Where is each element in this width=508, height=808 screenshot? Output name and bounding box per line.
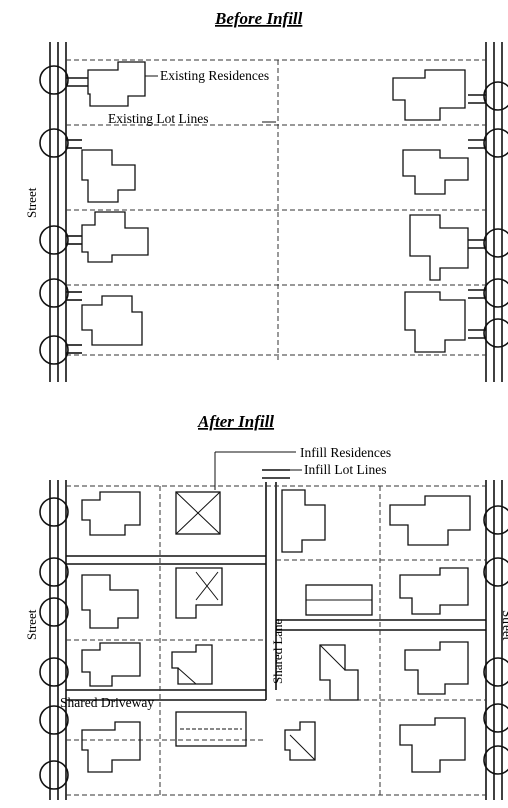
shared-lane-horizontal: [276, 619, 486, 631]
shared-lane: [262, 469, 290, 700]
right-street: [485, 42, 503, 382]
infill-residences-label: Infill Residences: [300, 445, 391, 460]
existing-residences-right-after: [389, 495, 471, 773]
existing-residences-label: Existing Residences: [160, 68, 269, 83]
left-street: [49, 42, 67, 382]
street-label-bottom-left: Street: [24, 609, 39, 640]
driveways-left: [66, 77, 88, 354]
shared-driveway: [66, 555, 266, 701]
existing-residences-right: [392, 69, 469, 353]
shared-lane-label: Shared Lane: [270, 618, 285, 684]
street-label-bottom-right: Street: [500, 610, 508, 641]
after-infill-title: After Infill: [197, 412, 274, 431]
street-label-top: Street: [24, 187, 39, 218]
existing-residences-left-after: [81, 491, 141, 773]
existing-lot-lines-label: Existing Lot Lines: [108, 111, 209, 126]
infill-residences-left: [171, 491, 247, 747]
after-infill-panel: After Infill: [24, 412, 508, 800]
existing-residences-left: [81, 61, 149, 346]
existing-lot-lines: [66, 59, 486, 360]
right-street-after: [485, 480, 503, 800]
infill-lot-lines-label: Infill Lot Lines: [304, 462, 386, 477]
infill-lot-lines: [66, 485, 486, 796]
driveway-circles-after: [39, 497, 508, 790]
before-infill-panel: Before Infill: [24, 9, 508, 382]
left-street-after: [49, 480, 67, 800]
driveways-right: [468, 94, 486, 339]
shared-driveway-label: Shared Driveway: [60, 695, 154, 710]
infill-residences-right: [281, 489, 373, 761]
driveway-circles: [39, 65, 508, 365]
before-infill-title: Before Infill: [214, 9, 303, 28]
